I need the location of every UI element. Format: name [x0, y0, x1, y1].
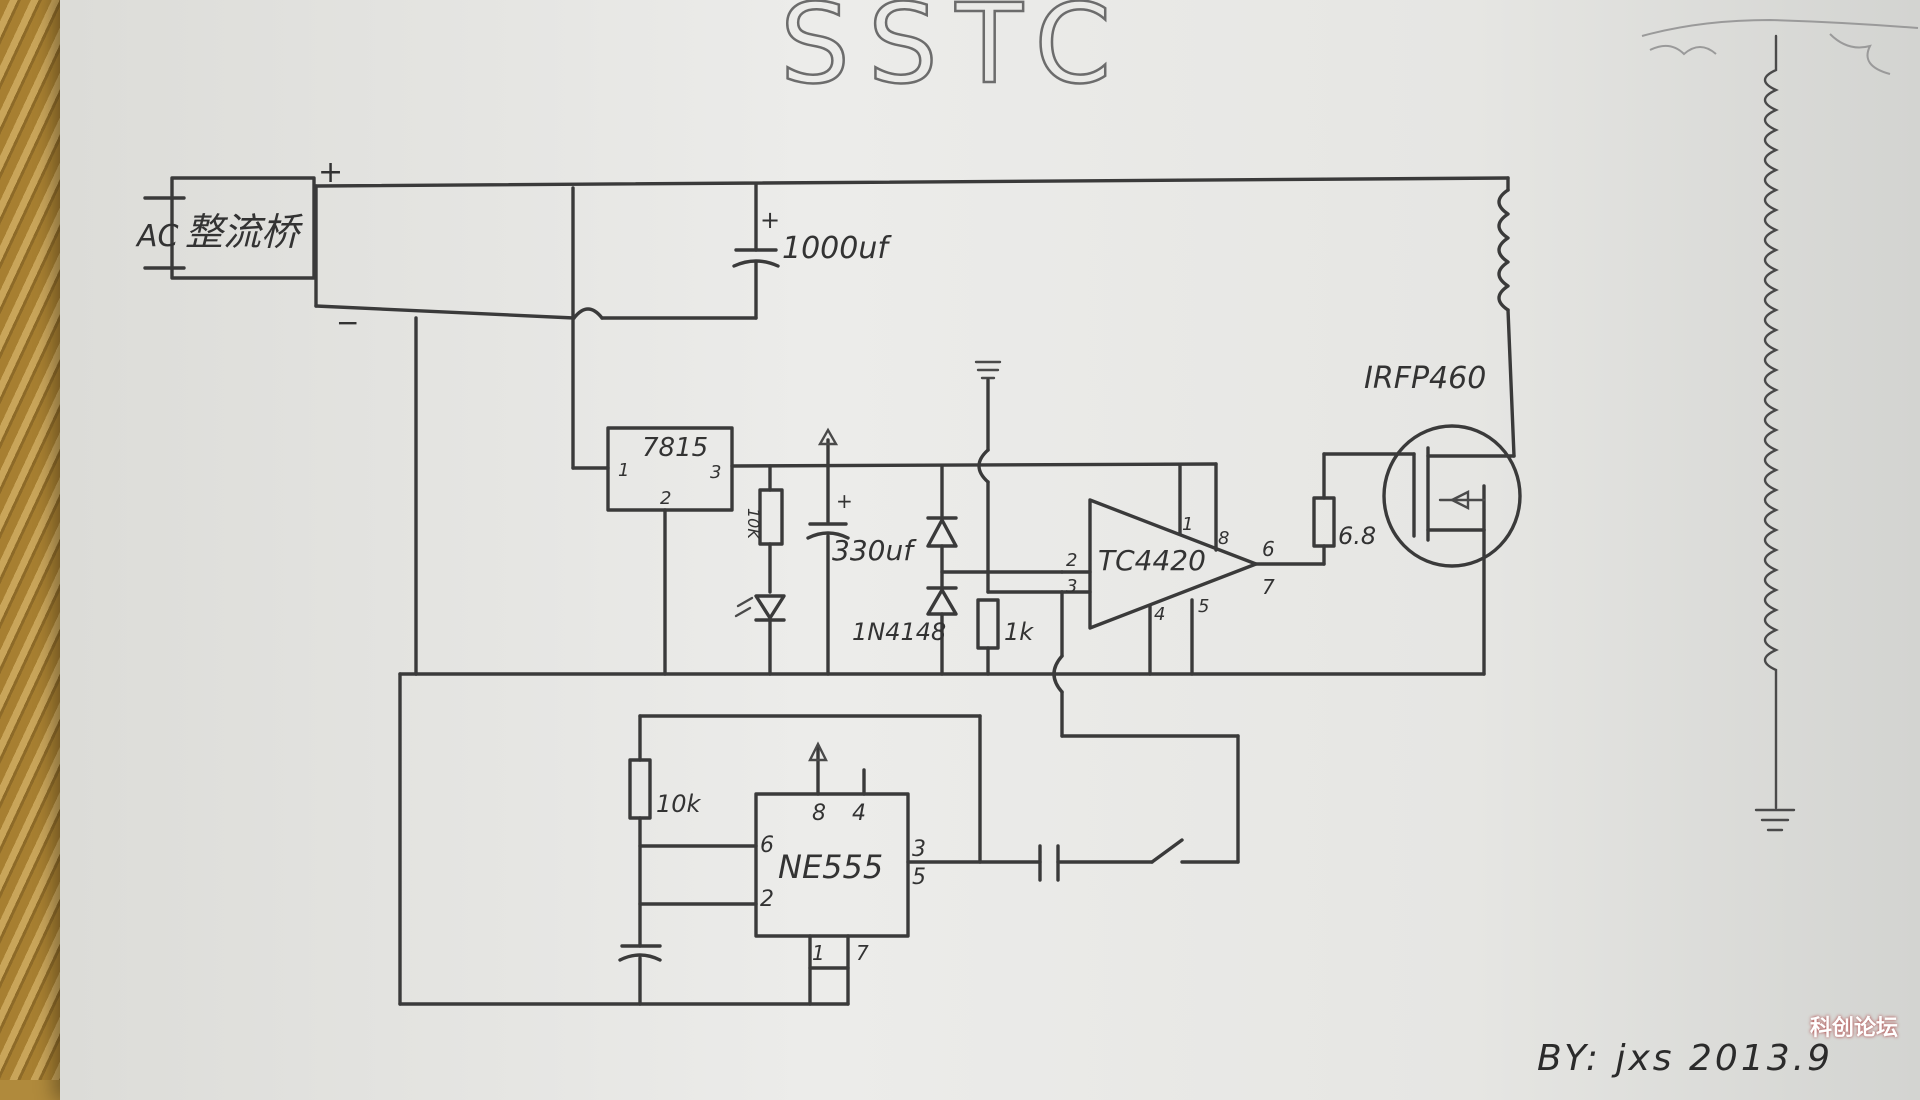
15v-rail — [730, 462, 1218, 468]
diodes-1n4148: 1N4148 — [852, 464, 1064, 676]
timer-ne555: NE555 8 4 6 2 3 5 1 7 — [754, 741, 926, 1006]
diode-label: 1N4148 — [852, 618, 946, 646]
feedback-antenna: 1k — [974, 360, 1064, 676]
timing-network: 10k — [618, 714, 982, 1006]
regulator-label: 7815 — [642, 433, 708, 463]
cap-330uf-label: 330uf — [832, 534, 917, 567]
cap-1000uf-label: 1000uf — [782, 231, 892, 266]
top-rail — [314, 176, 1510, 188]
svg-text:4: 4 — [852, 801, 866, 826]
svg-text:1: 1 — [618, 460, 629, 481]
driver-tc4420: TC4420 1 2 3 4 5 6 7 8 — [1060, 462, 1275, 676]
gate-resistor-label: 6.8 — [1338, 522, 1376, 550]
svg-text:2: 2 — [1066, 550, 1077, 571]
svg-text:+: + — [760, 206, 780, 234]
svg-text:2: 2 — [660, 488, 671, 509]
capacitor-1000uf: + 1000uf — [732, 182, 892, 320]
svg-text:+: + — [836, 489, 853, 513]
driver-label: TC4420 — [1098, 544, 1206, 577]
rectifier-label: 整流桥 — [185, 210, 303, 254]
resistor-10k-timer-label: 10k — [656, 790, 702, 818]
svg-text:8: 8 — [812, 801, 826, 826]
gate-resistor: 6.8 — [1254, 452, 1416, 566]
diagram-title: SSTC — [780, 0, 1129, 108]
rectifier-bridge: AC 整流桥 + − — [135, 155, 359, 339]
paper-sheet — [60, 0, 1920, 1100]
svg-text:7: 7 — [856, 941, 869, 965]
svg-text:4: 4 — [1154, 604, 1165, 625]
svg-text:6: 6 — [760, 833, 774, 858]
rectifier-minus: − — [336, 306, 359, 339]
forum-watermark: 科创论坛 — [1809, 1016, 1898, 1041]
primary-coil — [1497, 176, 1516, 458]
svg-text:3: 3 — [912, 837, 926, 862]
svg-text:3: 3 — [710, 462, 721, 483]
svg-text:2: 2 — [760, 887, 774, 912]
svg-text:1: 1 — [1182, 514, 1193, 535]
svg-text:3: 3 — [1066, 576, 1077, 597]
svg-text:1: 1 — [812, 941, 825, 965]
author-credit: BY: jxs 2013.9 — [1537, 1038, 1833, 1079]
secondary-coil — [1641, 18, 1919, 832]
output-cap-switch — [906, 838, 1240, 882]
ac-label: AC — [135, 219, 179, 254]
svg-text:6: 6 — [1262, 537, 1275, 561]
svg-text:8: 8 — [1218, 528, 1229, 549]
svg-text:5: 5 — [1198, 596, 1209, 617]
timer-label: NE555 — [778, 848, 883, 886]
led-indicator-branch: 10K — [734, 464, 786, 676]
mosfet-label: IRFP460 — [1364, 361, 1486, 396]
resistor-1k-label: 1k — [1004, 618, 1034, 646]
svg-text:5: 5 — [912, 865, 926, 890]
regulator-7815: 7815 1 2 3 — [606, 426, 734, 676]
mosfet-irfp460: IRFP460 — [1364, 361, 1522, 568]
resistor-10k-label: 10K — [744, 508, 763, 540]
svg-text:7: 7 — [1262, 575, 1275, 599]
capacitor-330uf: + 330uf — [806, 427, 917, 676]
